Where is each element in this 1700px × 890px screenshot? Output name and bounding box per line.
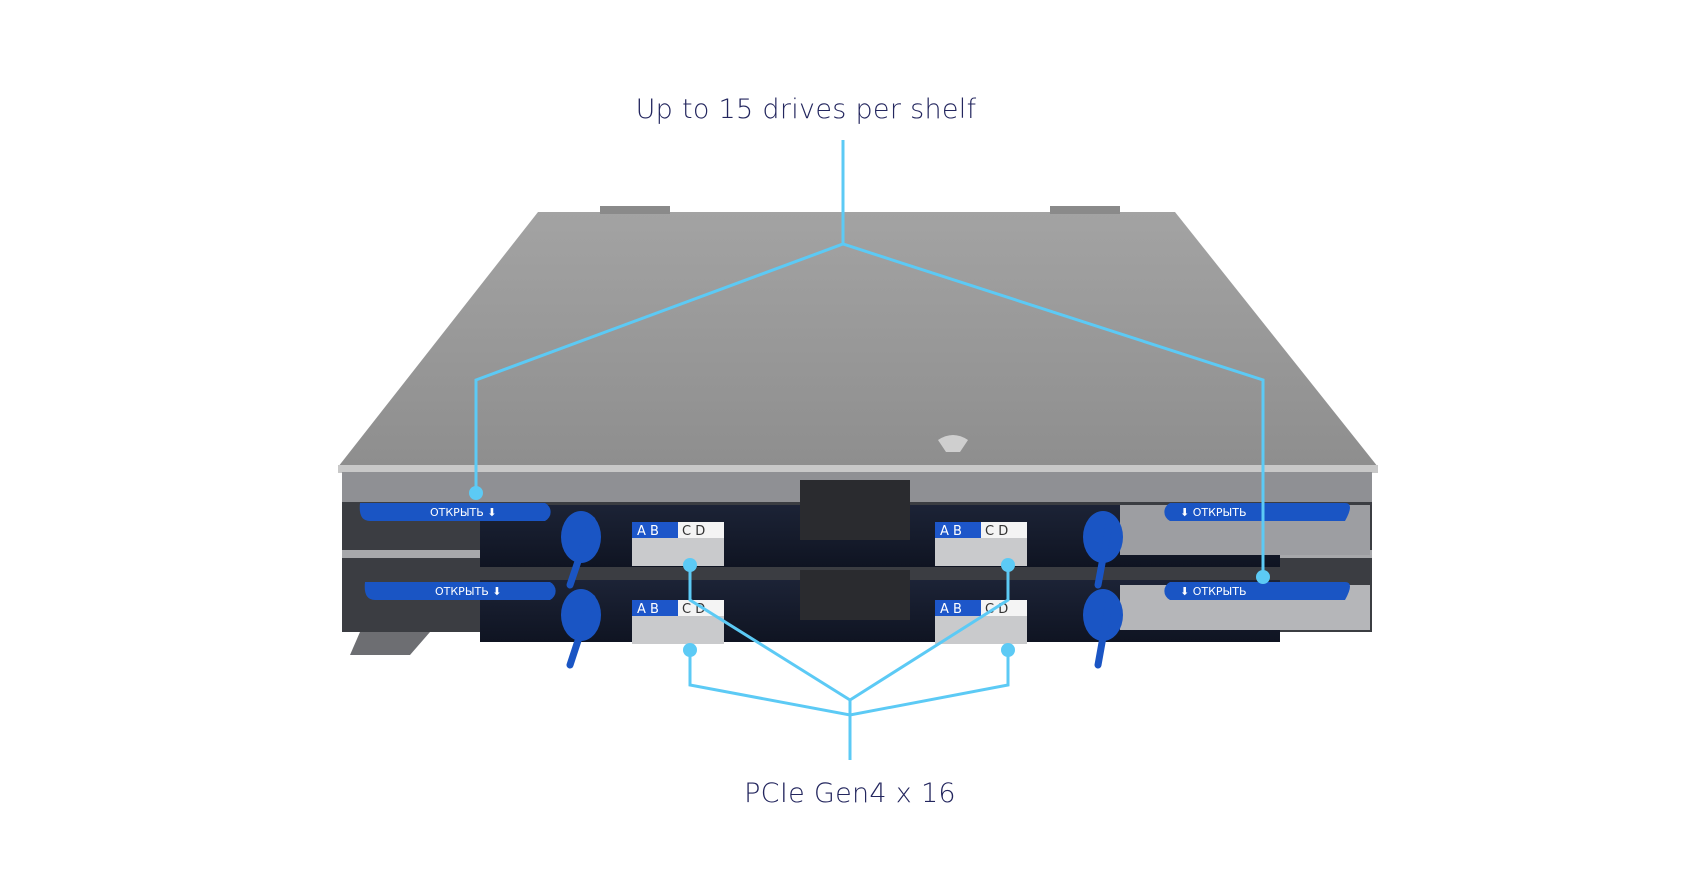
pcie-slots: A B C D A B C D A B C D A B C D — [632, 522, 1027, 644]
svg-text:C D: C D — [682, 602, 705, 617]
svg-text:A B: A B — [637, 602, 659, 617]
callout-lines — [474, 140, 1265, 760]
svg-text:C D: C D — [985, 602, 1008, 617]
pcie-callout-label: PCIe Gen4 x 16 — [744, 778, 956, 809]
drive-latches: ОТКРЫТЬ ⬇ ОТКРЫТЬ ⬇ ⬇ ОТКРЫТЬ ⬇ ОТКРЫТЬ — [359, 503, 1350, 669]
svg-text:⬇ ОТКРЫТЬ: ⬇ ОТКРЫТЬ — [1180, 506, 1247, 519]
drives-callout-label: Up to 15 drives per shelf — [635, 94, 977, 125]
callout-dots — [469, 486, 1270, 657]
svg-text:A B: A B — [940, 524, 962, 539]
chassis-front — [342, 472, 1372, 655]
svg-text:ОТКРЫТЬ ⬇: ОТКРЫТЬ ⬇ — [435, 585, 502, 598]
chassis-lid — [338, 212, 1378, 467]
svg-text:A B: A B — [940, 602, 962, 617]
svg-text:ОТКРЫТЬ ⬇: ОТКРЫТЬ ⬇ — [430, 506, 497, 519]
svg-text:⬇ ОТКРЫТЬ: ⬇ ОТКРЫТЬ — [1180, 585, 1247, 598]
svg-text:A B: A B — [637, 524, 659, 539]
svg-text:C D: C D — [682, 524, 705, 539]
svg-text:C D: C D — [985, 524, 1008, 539]
